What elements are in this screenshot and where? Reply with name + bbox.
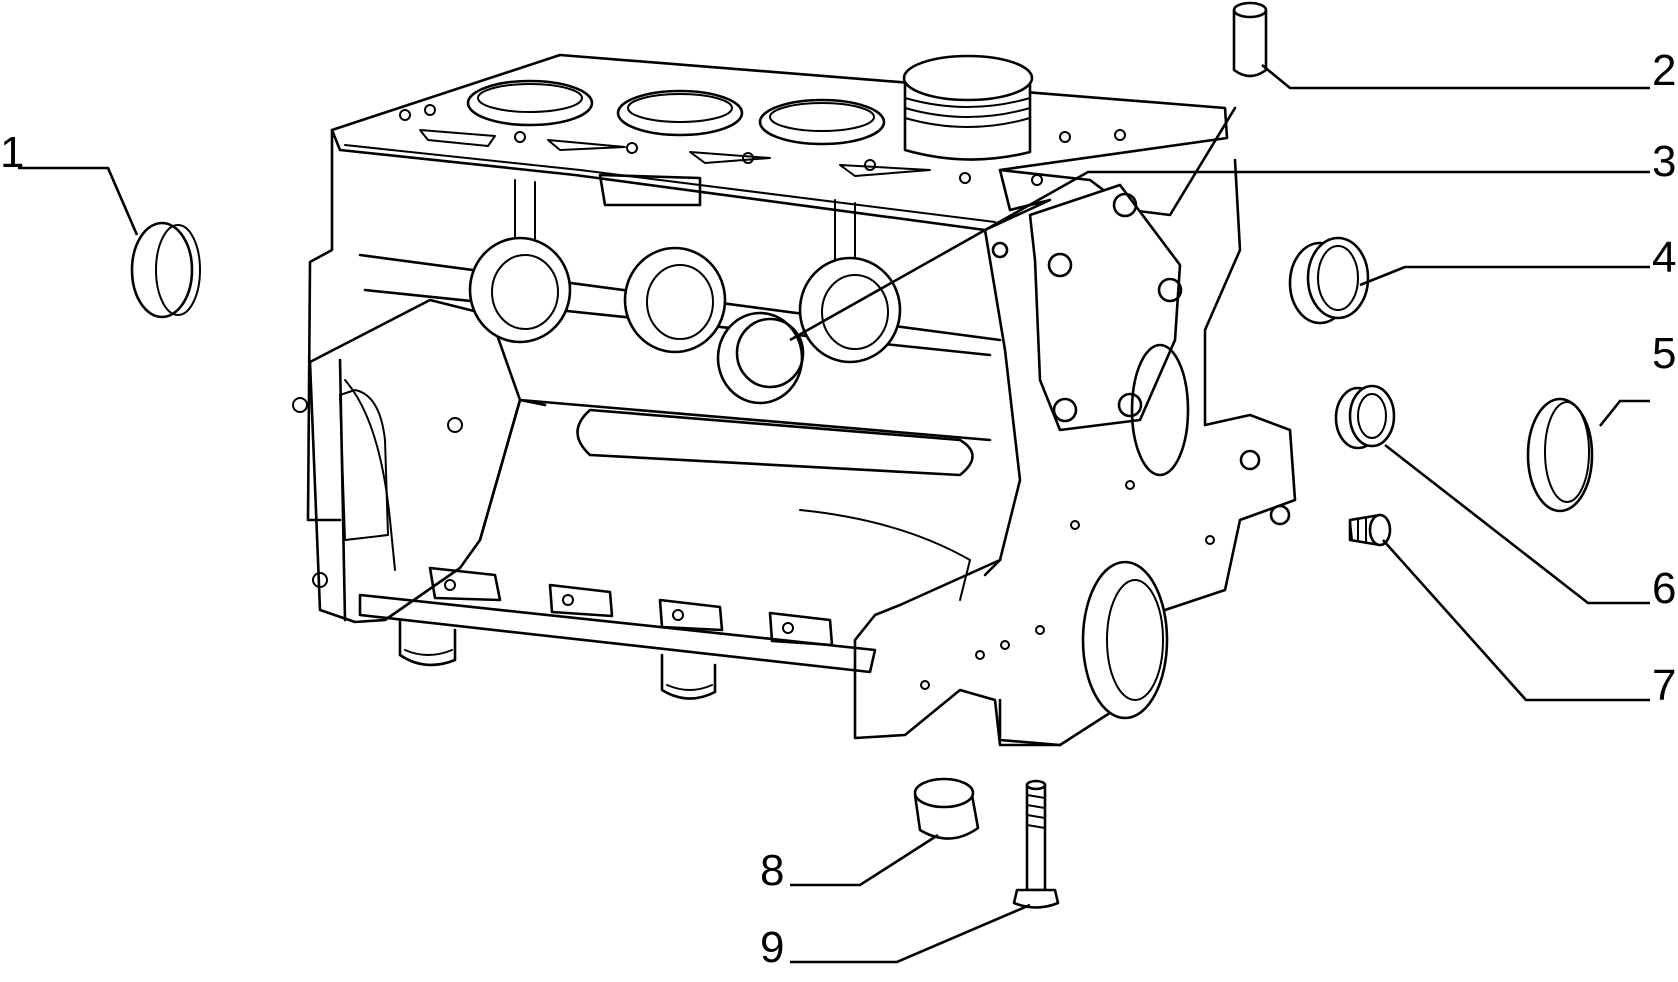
part-5-seal-ring: [1526, 397, 1594, 513]
callout-labels: 1 2 3 4 5 6 7 8 9: [0, 46, 1676, 972]
cover-plate: [1028, 183, 1183, 432]
part-3-bushing: [716, 311, 805, 405]
part-4-bushing: [1288, 236, 1370, 325]
part-2-dowel-pin: [1232, 1, 1268, 78]
cam-bores: [468, 236, 902, 364]
piston: [902, 54, 1034, 161]
part-1-cup-plug: [130, 221, 201, 319]
callout-5: 5: [1652, 329, 1676, 378]
callout-1: 1: [0, 128, 24, 177]
callout-9: 9: [760, 923, 784, 972]
callout-4: 4: [1652, 233, 1676, 282]
part-6-small-bushing: [1334, 384, 1396, 450]
part-7-plug-screw: [1348, 513, 1392, 547]
callout-6: 6: [1652, 564, 1676, 613]
callout-8: 8: [760, 846, 784, 895]
part-8-cap-plug: [913, 777, 980, 840]
leader-lines: [18, 63, 1650, 964]
callout-2: 2: [1652, 46, 1676, 95]
callout-3: 3: [1652, 137, 1676, 186]
engine-block: [292, 53, 1297, 747]
part-9-bolt: [1012, 779, 1060, 909]
callout-7: 7: [1652, 661, 1676, 710]
